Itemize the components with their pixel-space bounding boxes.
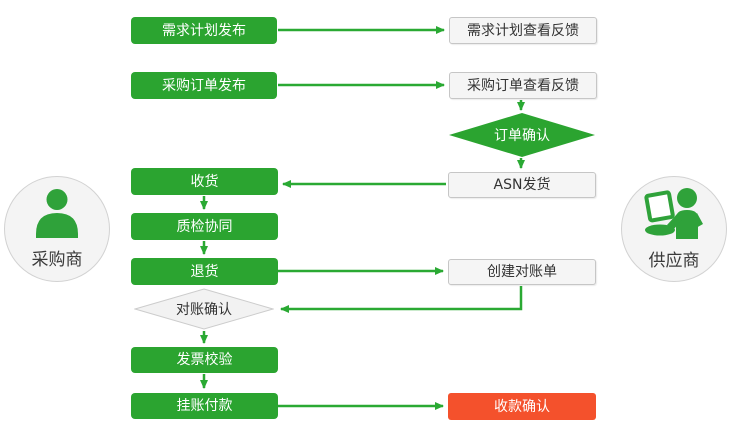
node-statement-confirm-decision: 对账确认 bbox=[134, 288, 274, 330]
person-with-laptop-icon bbox=[643, 187, 705, 243]
node-order-confirm-decision: 订单确认 bbox=[449, 113, 595, 157]
node-label: 对账确认 bbox=[176, 302, 232, 318]
node-label: 需求计划发布 bbox=[162, 22, 246, 39]
node-quality-check: 质检协同 bbox=[131, 213, 278, 240]
node-po-publish: 采购订单发布 bbox=[131, 72, 277, 99]
node-demand-plan-publish: 需求计划发布 bbox=[131, 17, 277, 44]
purchaser-actor: 采购商 bbox=[4, 176, 110, 282]
node-asn-ship: ASN发货 bbox=[448, 172, 596, 198]
node-label: 质检协同 bbox=[176, 218, 233, 235]
node-label: 订单确认 bbox=[494, 128, 550, 144]
node-label: 采购订单查看反馈 bbox=[467, 77, 579, 94]
node-label: ASN发货 bbox=[493, 177, 551, 193]
node-receive-goods: 收货 bbox=[131, 168, 278, 195]
node-return-goods: 退货 bbox=[131, 258, 278, 285]
node-label: 创建对账单 bbox=[487, 264, 557, 280]
node-po-feedback: 采购订单查看反馈 bbox=[449, 72, 597, 99]
node-label: 收货 bbox=[190, 173, 219, 190]
purchaser-label: 采购商 bbox=[31, 250, 83, 270]
person-silhouette-icon bbox=[34, 188, 80, 242]
node-label: 退货 bbox=[190, 263, 219, 280]
node-label: 需求计划查看反馈 bbox=[467, 22, 579, 39]
connector-statement-to-confirm bbox=[280, 286, 523, 313]
node-payment-on-account: 挂账付款 bbox=[131, 393, 278, 419]
node-label: 采购订单发布 bbox=[162, 77, 246, 94]
node-label: 收款确认 bbox=[494, 398, 550, 415]
node-label: 挂账付款 bbox=[176, 398, 233, 414]
node-demand-plan-feedback: 需求计划查看反馈 bbox=[449, 17, 597, 44]
node-receipt-confirm: 收款确认 bbox=[448, 393, 596, 420]
node-label: 发票校验 bbox=[176, 352, 233, 368]
node-invoice-verify: 发票校验 bbox=[131, 347, 278, 373]
supplier-actor: 供应商 bbox=[621, 176, 727, 282]
supplier-label: 供应商 bbox=[648, 251, 700, 271]
node-create-statement: 创建对账单 bbox=[448, 259, 596, 285]
